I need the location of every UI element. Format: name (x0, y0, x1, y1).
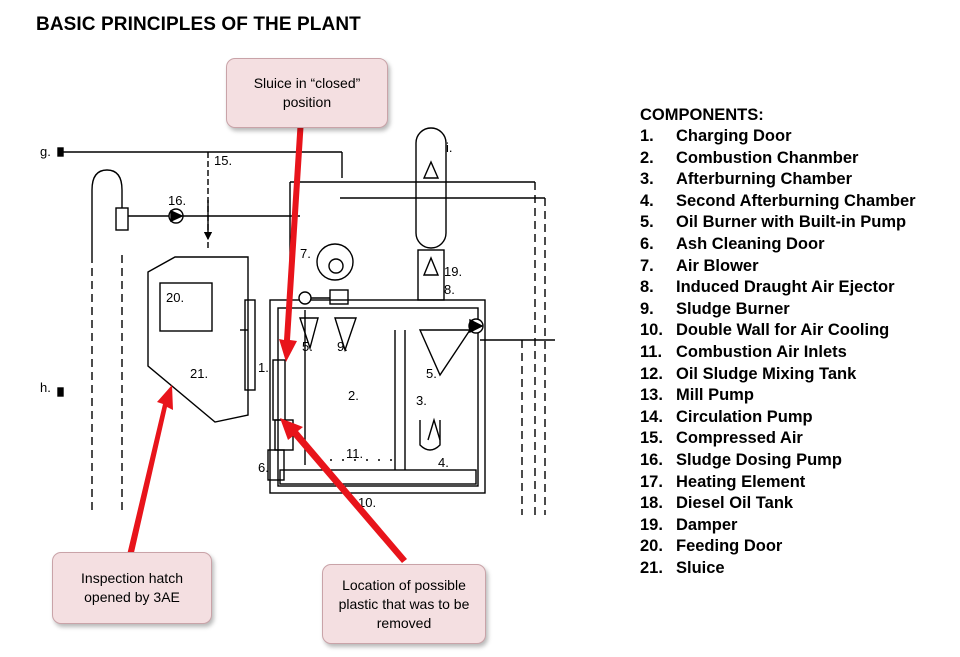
component-item: 9.Sludge Burner (640, 299, 790, 318)
callout-sluice-line1: Sluice in “closed” (253, 75, 361, 91)
component-item: 15.Compressed Air (640, 429, 803, 448)
component-item: 12.Oil Sludge Mixing Tank (640, 364, 857, 383)
label-7: 7. (300, 246, 311, 261)
label-i: i. (446, 140, 453, 155)
pipework (57, 127, 555, 515)
component-item: 19.Damper (640, 515, 738, 534)
label-15: 15. (214, 153, 232, 168)
component-item: 13.Mill Pump (640, 386, 754, 405)
component-item: 18.Diesel Oil Tank (640, 494, 794, 513)
callout-inspection-hatch: Inspection hatch opened by 3AE (52, 552, 212, 624)
label-9: 9. (337, 339, 348, 354)
label-20: 20. (166, 290, 184, 305)
arrow-sluice (279, 118, 304, 362)
label-10: 10. (358, 495, 376, 510)
arrow-hatch (127, 385, 173, 557)
components-legend: COMPONENTS: 1.Charging Door 2.Combustion… (640, 104, 916, 579)
callout-plastic-line1: Location of possible (342, 576, 466, 593)
callout-plastic-location: Location of possible plastic that was to… (322, 564, 486, 644)
component-item: 14.Circulation Pump (640, 407, 813, 426)
label-4: 4. (438, 455, 449, 470)
diagram-labels: g. h. i. 15. 16. 7. 19. 8. 20. 21. 5. 9.… (40, 140, 462, 510)
label-19: 19. (444, 264, 462, 279)
components-heading: COMPONENTS: (640, 106, 764, 124)
callout-hatch-line1: Inspection hatch (81, 570, 183, 586)
component-item: 3.Afterburning Chamber (640, 170, 853, 189)
component-item: 21.Sluice (640, 558, 725, 577)
label-g: g. (40, 144, 51, 159)
component-item: 20.Feeding Door (640, 537, 783, 556)
component-item: 7.Air Blower (640, 256, 759, 275)
label-h: h. (40, 380, 51, 395)
component-item: 10.Double Wall for Air Cooling (640, 321, 890, 340)
component-item: 16.Sludge Dosing Pump (640, 450, 842, 469)
callout-hatch-line2: opened by 3AE (84, 589, 180, 605)
component-item: 4.Second Afterburning Chamber (640, 191, 916, 210)
callout-plastic-line3: removed (376, 614, 432, 631)
component-item: 6.Ash Cleaning Door (640, 234, 825, 253)
component-item: 2.Combustion Chanmber (640, 148, 859, 167)
page-title: BASIC PRINCIPLES OF THE PLANT (36, 14, 361, 35)
label-21: 21. (190, 366, 208, 381)
callout-sluice-line2: position (282, 94, 332, 110)
red-arrows (127, 118, 407, 563)
components-list: 1.Charging Door 2.Combustion Chanmber 3.… (640, 126, 916, 579)
label-3: 3. (416, 393, 427, 408)
label-2: 2. (348, 388, 359, 403)
label-11: 11. (346, 446, 363, 461)
component-item: 1.Charging Door (640, 127, 792, 145)
label-6: 6. (258, 460, 269, 475)
component-item: 17.Heating Element (640, 472, 806, 491)
label-8: 8. (444, 282, 455, 297)
callout-sluice: Sluice in “closed” position (226, 58, 388, 128)
callout-plastic-line2: plastic that was to be (338, 595, 470, 612)
label-5a: 5. (302, 339, 313, 354)
component-item: 8.Induced Draught Air Ejector (640, 278, 895, 297)
label-1: 1. (258, 360, 269, 375)
arrow-plastic (280, 418, 407, 563)
component-item: 11.Combustion Air Inlets (640, 342, 847, 361)
component-item: 5.Oil Burner with Built-in Pump (640, 213, 907, 232)
label-16: 16. (168, 193, 186, 208)
label-5b: 5. (426, 366, 437, 381)
